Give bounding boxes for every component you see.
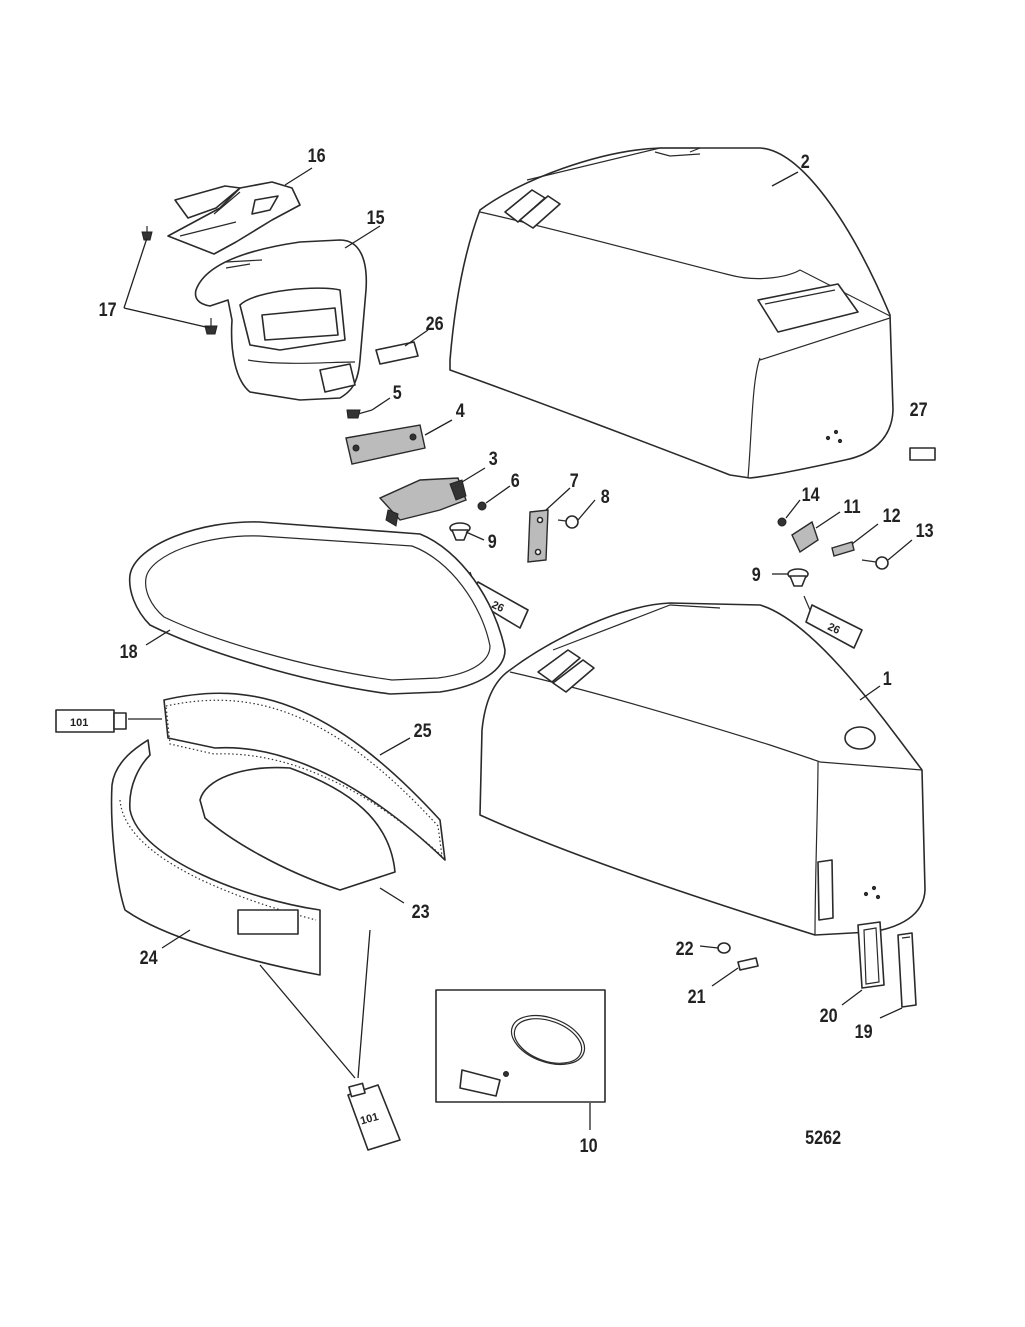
callout-25: 25 xyxy=(414,720,432,742)
washer-part-22 xyxy=(717,942,731,954)
callout-16: 16 xyxy=(308,145,326,167)
screw-part-17b xyxy=(204,318,218,335)
callout-8: 8 xyxy=(601,486,610,508)
liner-part-24 xyxy=(110,739,321,976)
callout-22: 22 xyxy=(676,938,694,960)
latch-plate-part-4 xyxy=(345,424,426,465)
callout-7: 7 xyxy=(570,470,579,492)
callout-17: 17 xyxy=(99,299,117,321)
callout-2: 2 xyxy=(801,151,810,173)
callout-9a: 9 xyxy=(488,531,497,553)
nut-part-14 xyxy=(777,517,787,527)
callout-11: 11 xyxy=(844,496,861,518)
decal-part-27 xyxy=(909,447,936,461)
svg-text:26: 26 xyxy=(826,621,842,637)
seal-part-18 xyxy=(128,521,506,695)
callout-14: 14 xyxy=(802,484,820,506)
callout-labels: 1 2 3 4 5 6 7 8 9 9 10 11 12 13 14 15 16… xyxy=(99,145,934,1157)
svg-text:101: 101 xyxy=(70,717,88,729)
seal-part-19 xyxy=(897,932,917,1008)
figure-number: 5262 xyxy=(805,1127,841,1149)
handle-part-16 xyxy=(167,181,301,255)
sealant-tube-b: 26 xyxy=(803,595,863,649)
callout-19: 19 xyxy=(855,1021,873,1043)
screw-part-13 xyxy=(861,556,889,570)
callout-9b: 9 xyxy=(752,564,761,586)
leader-lines xyxy=(123,167,913,1130)
callout-20: 20 xyxy=(820,1005,838,1027)
clip-part-12 xyxy=(831,541,855,557)
callout-15: 15 xyxy=(367,207,385,229)
grommet-part-9a xyxy=(449,522,471,541)
grommet-part-9b xyxy=(787,568,809,587)
seal-part-20 xyxy=(857,921,885,989)
callout-5: 5 xyxy=(393,382,402,404)
latch-part-11 xyxy=(791,520,819,554)
callout-27: 27 xyxy=(910,399,928,421)
pin-part-21 xyxy=(737,957,759,971)
screw-part-5 xyxy=(346,409,373,419)
callout-26: 26 xyxy=(426,313,444,335)
callout-12: 12 xyxy=(883,505,901,527)
foam-part-25 xyxy=(163,692,446,861)
callout-23: 23 xyxy=(412,901,430,923)
callout-13: 13 xyxy=(916,520,934,542)
bracket-part-7 xyxy=(527,509,549,563)
callout-1: 1 xyxy=(883,668,892,690)
adhesive-tube-a: 101 xyxy=(55,709,162,733)
nut-part-6 xyxy=(477,501,487,511)
callout-6: 6 xyxy=(511,470,520,492)
callout-10: 10 xyxy=(580,1135,598,1157)
decal-part-26 xyxy=(375,341,419,365)
top-cowl-part-2 xyxy=(449,147,894,479)
callout-4: 4 xyxy=(456,400,465,422)
latch-part-3 xyxy=(378,477,467,527)
callout-21: 21 xyxy=(688,986,706,1008)
adhesive-tube-b: 101 xyxy=(259,929,401,1151)
svg-text:101: 101 xyxy=(359,1111,380,1127)
callout-3: 3 xyxy=(489,448,498,470)
screw-part-17a xyxy=(141,226,153,241)
screw-part-8 xyxy=(557,515,579,529)
bracket-part-15 xyxy=(194,239,368,401)
bottom-cowl-part-1 xyxy=(479,602,926,936)
kit-part-10 xyxy=(435,989,606,1103)
callout-24: 24 xyxy=(140,947,158,969)
svg-text:26: 26 xyxy=(490,599,506,615)
pad-part-23 xyxy=(199,766,396,891)
callout-18: 18 xyxy=(120,641,138,663)
